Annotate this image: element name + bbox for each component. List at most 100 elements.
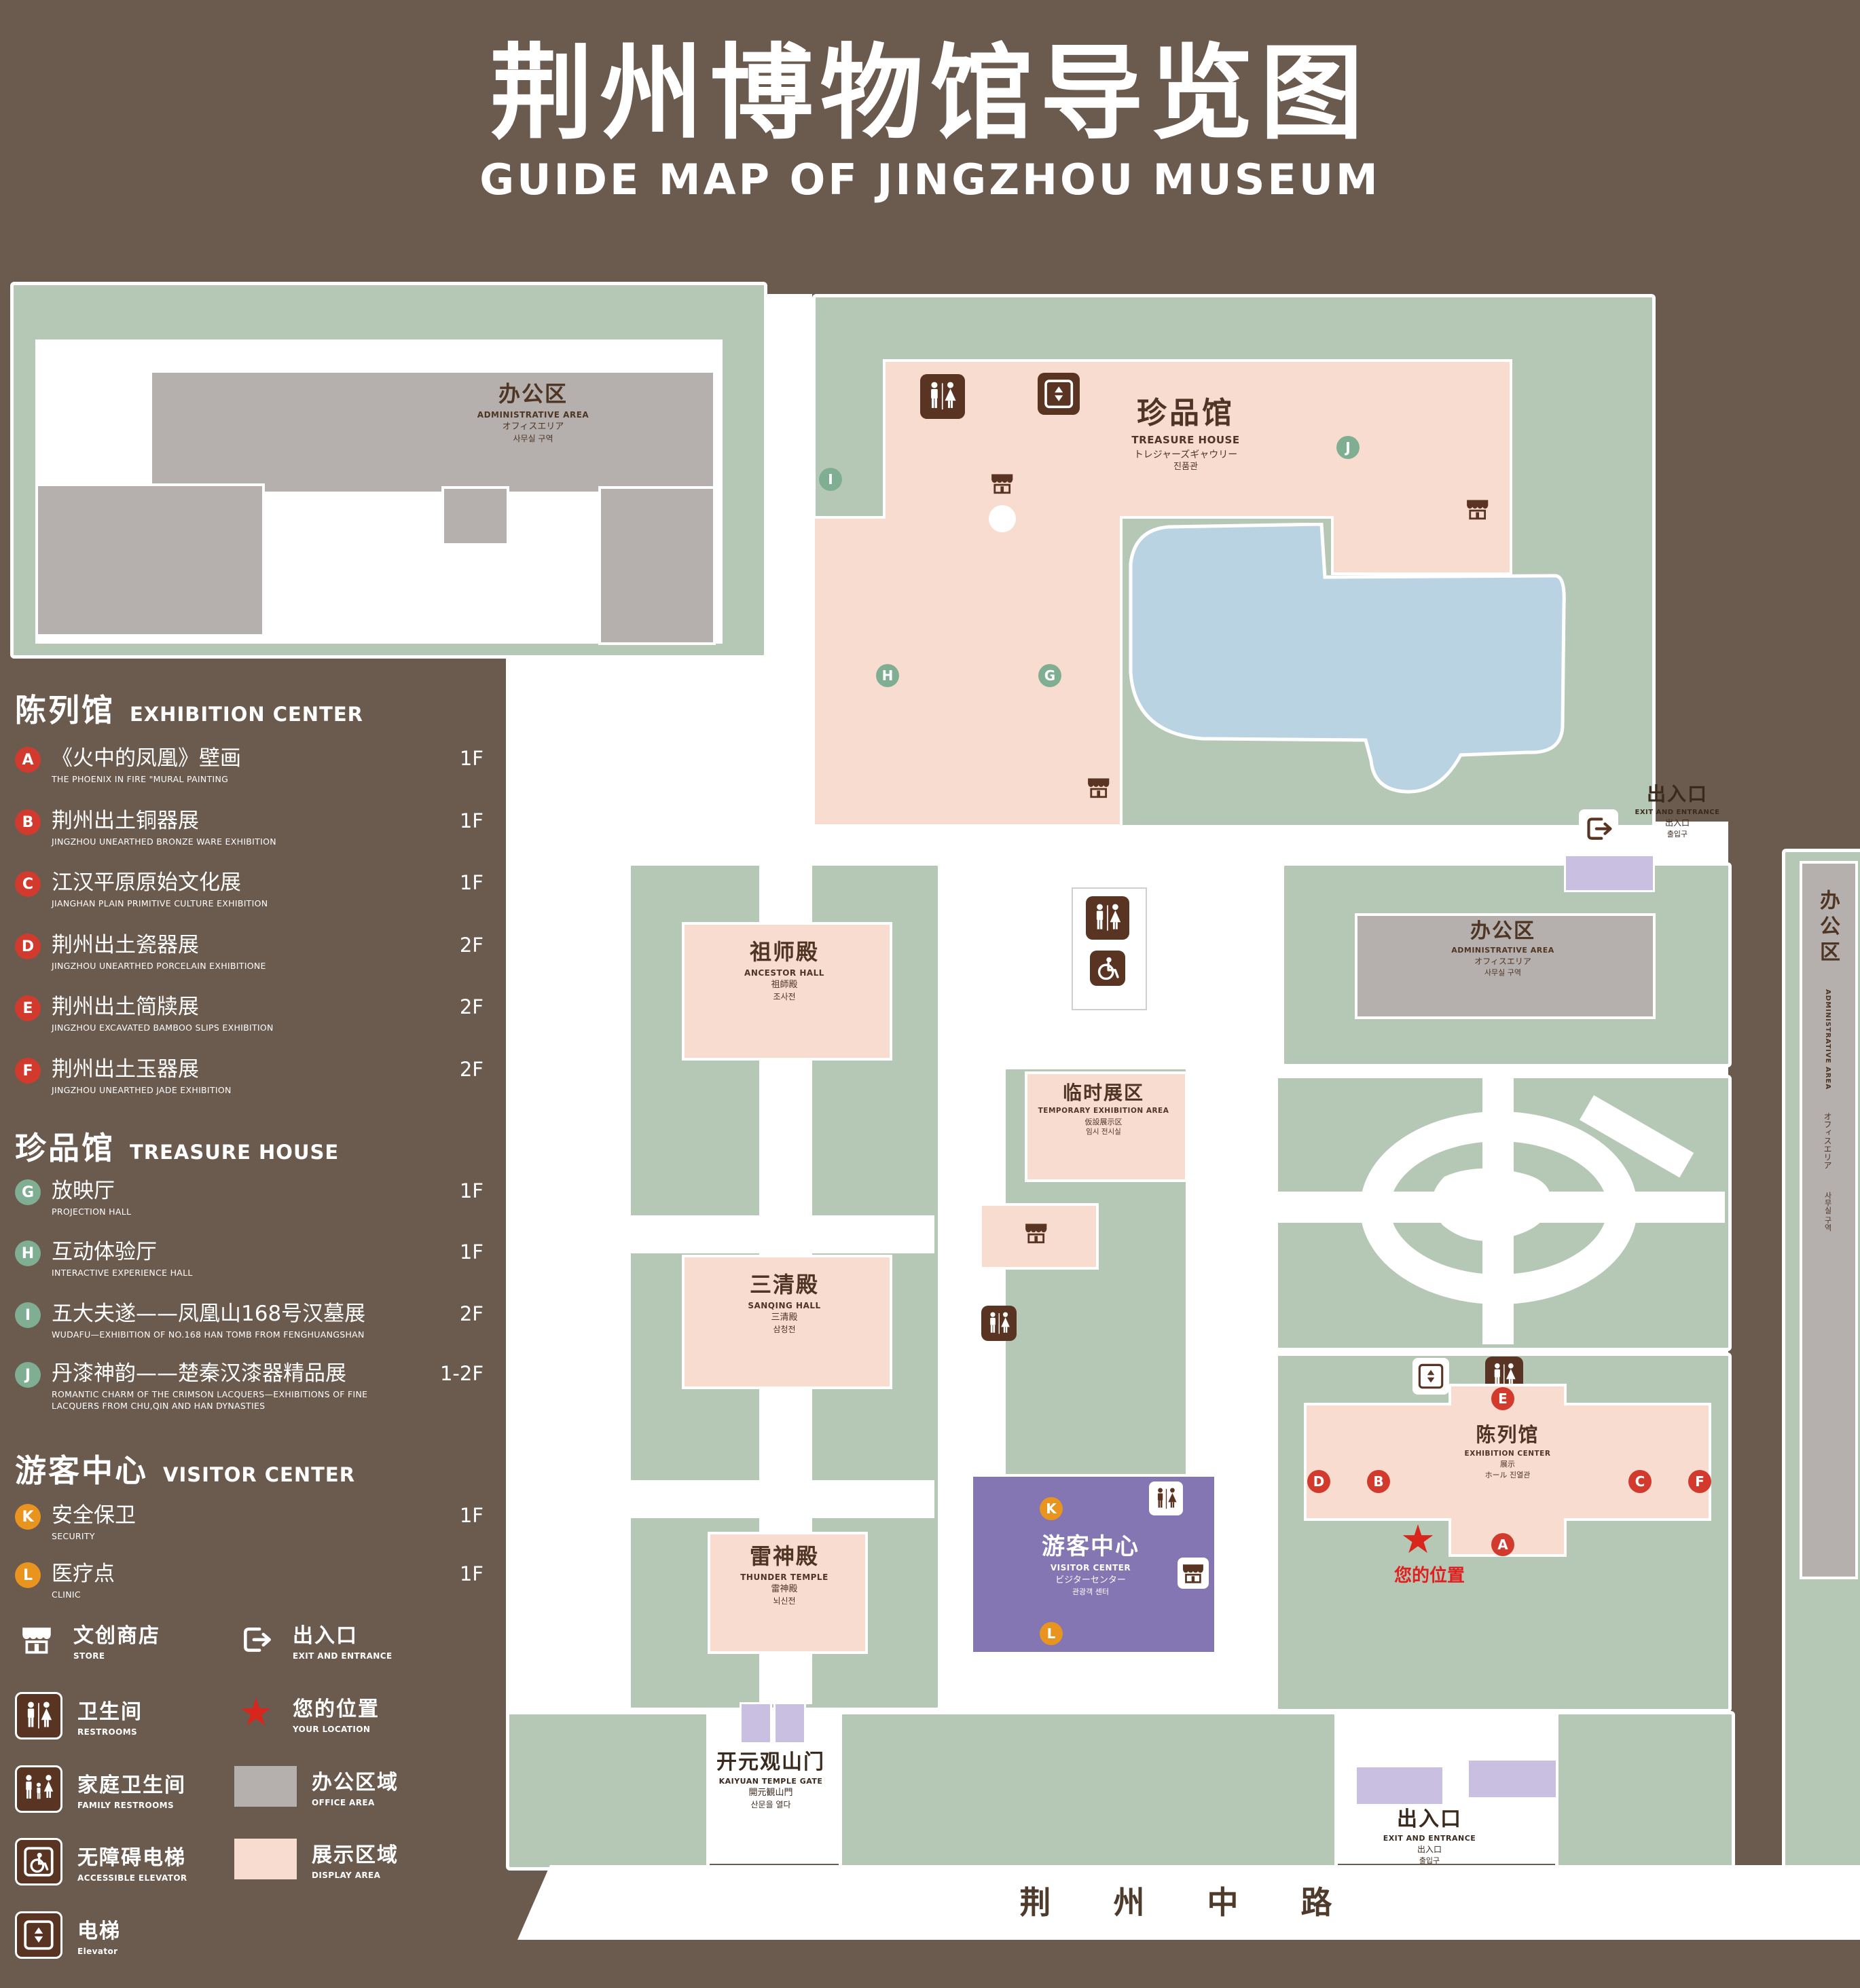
item-zh: 荆州出土简牍展 xyxy=(52,995,199,1019)
admin-label-ja: オフィスエリア xyxy=(1474,957,1531,967)
page-title: 荆州博物馆导览图 xyxy=(490,33,1370,153)
temporary-exhibition-building xyxy=(1025,1071,1188,1182)
symbol-en: DISPLAY AREA xyxy=(312,1871,381,1880)
item-en: PROJECTION HALL xyxy=(52,1206,132,1217)
map-marker-i: I xyxy=(819,468,842,491)
admin-label-ko: 사무실 구역 xyxy=(1484,968,1522,977)
thunder-label-zh: 雷神殿 xyxy=(749,1543,819,1569)
symbol-en: RESTROOMS xyxy=(77,1727,138,1737)
your-location-label: 您的位置 xyxy=(1393,1566,1465,1586)
store-icon xyxy=(1178,1558,1209,1589)
ancestor-label-ja: 祖師殿 xyxy=(771,980,798,991)
legend-marker-e: E xyxy=(15,995,41,1021)
temporary-label-en: TEMPORARY EXHIBITION AREA xyxy=(1038,1107,1169,1116)
legend-marker-c: C xyxy=(15,871,41,897)
symbol-en: OFFICE AREA xyxy=(312,1798,375,1807)
elevator-icon xyxy=(15,1911,62,1959)
temporary-label-ko: 임시 전시실 xyxy=(1086,1128,1121,1137)
legend-section-visitor-center: 游客中心 VISITOR CENTER xyxy=(15,1446,355,1491)
visitor-center-label: 游客中心 VISITOR CENTER ビジターセンター 관광객 센터 xyxy=(989,1532,1192,1597)
restroom-icon xyxy=(981,1306,1017,1341)
symbol-en: EXIT AND ENTRANCE xyxy=(293,1651,393,1661)
treasure-label-ko: 진품관 xyxy=(1173,461,1198,472)
legend-marker-k: K xyxy=(15,1504,41,1530)
your-location-star-icon: ★ xyxy=(238,1691,274,1735)
symbol-zh: 展示区域 xyxy=(312,1843,399,1867)
symbol-zh: 电梯 xyxy=(77,1919,121,1943)
admin-label-ja: オフィスエリア xyxy=(1823,1112,1832,1170)
admin-label-zh: 办公区 xyxy=(1816,889,1840,967)
lawn-south-middle xyxy=(839,1711,1338,1871)
temporary-label-zh: 临时展区 xyxy=(1062,1082,1144,1104)
sanqing-label-ja: 三清殿 xyxy=(771,1312,798,1323)
item-floor: 2F xyxy=(459,1302,484,1325)
path-horizontal-main xyxy=(506,822,1728,862)
exit-label-ja: 出入口 xyxy=(1417,1845,1442,1855)
item-floor: 1F xyxy=(459,747,484,770)
page-subtitle: GUIDE MAP OF JINGZHOU MUSEUM xyxy=(479,155,1381,204)
legend-marker-h: H xyxy=(15,1240,41,1266)
office-area-swatch xyxy=(234,1766,297,1807)
item-floor: 2F xyxy=(459,934,484,957)
lake xyxy=(1129,523,1566,794)
sanqing-label-ko: 삼청전 xyxy=(773,1325,796,1335)
legend-symbol-accessible-elevator: 无障碍电梯 ACCESSIBLE ELEVATOR xyxy=(15,1838,187,1885)
legend-marker-f: F xyxy=(15,1058,41,1084)
symbol-en: ACCESSIBLE ELEVATOR xyxy=(77,1873,187,1883)
symbol-zh: 无障碍电梯 xyxy=(77,1846,186,1870)
item-floor: 1-2F xyxy=(439,1362,484,1385)
map-marker-c: C xyxy=(1628,1470,1652,1493)
gate-pillar xyxy=(773,1702,806,1744)
admin-east-label: 办公区 ADMINISTRATIVE AREA オフィスエリア 사무실 구역 xyxy=(1367,918,1639,978)
store-icon xyxy=(1082,771,1115,804)
store-icon xyxy=(15,1618,58,1661)
symbol-en: YOUR LOCATION xyxy=(293,1725,371,1734)
thunder-temple-building xyxy=(708,1532,868,1654)
visitor-label-zh: 游客中心 xyxy=(1042,1533,1139,1560)
section-title-en: TREASURE HOUSE xyxy=(130,1141,340,1164)
lawn-south-west xyxy=(506,1711,710,1871)
exit-label-en: EXIT AND ENTRANCE xyxy=(1635,809,1720,817)
treasure-label-ja: トレジャーズギャウリー xyxy=(1133,449,1238,460)
map-marker-l: L xyxy=(1040,1622,1063,1645)
elevator-icon xyxy=(1412,1358,1449,1395)
item-floor: 1F xyxy=(459,871,484,894)
section-title-en: EXHIBITION CENTER xyxy=(130,703,364,726)
map-marker-k: K xyxy=(1040,1497,1063,1520)
admin-label-ko: 사무실 구역 xyxy=(1823,1192,1832,1232)
legend-marker-b: B xyxy=(15,809,41,835)
restroom-icon xyxy=(15,1692,62,1740)
section-title-zh: 珍品馆 xyxy=(15,1130,115,1166)
gate-label-zh: 开元观山门 xyxy=(716,1750,825,1774)
path-halls-cross-2 xyxy=(627,1480,934,1518)
restroom-icon xyxy=(1149,1481,1183,1515)
legend-section-exhibition-center: 陈列馆 EXHIBITION CENTER xyxy=(15,686,363,731)
exhibition-label-ja: 展示 xyxy=(1500,1460,1515,1469)
accessible-restroom-icon xyxy=(1090,951,1125,986)
exhibition-center-building xyxy=(1304,1384,1711,1557)
treasure-label-en: TREASURE HOUSE xyxy=(1131,434,1240,447)
admin-northwest-wing-west xyxy=(35,483,265,637)
ancestor-hall-building xyxy=(682,922,892,1061)
elevator-icon xyxy=(1038,373,1080,415)
item-zh: 安全保卫 xyxy=(52,1503,136,1528)
item-floor: 1F xyxy=(459,1240,484,1264)
symbol-en: Elevator xyxy=(77,1947,118,1956)
visitor-label-ko: 관광객 센터 xyxy=(1072,1587,1110,1596)
accessible-elevator-icon xyxy=(15,1838,62,1885)
item-zh: 丹漆神韵——楚秦汉漆器精品展 xyxy=(52,1361,346,1386)
item-floor: 2F xyxy=(459,995,484,1018)
visitor-label-en: VISITOR CENTER xyxy=(1050,1563,1131,1573)
admin-label-zh: 办公区 xyxy=(1470,919,1535,943)
ancestor-label-en: ANCESTOR HALL xyxy=(744,968,824,978)
section-title-zh: 陈列馆 xyxy=(15,692,115,729)
sanqing-label-en: SANQING HALL xyxy=(748,1300,821,1310)
